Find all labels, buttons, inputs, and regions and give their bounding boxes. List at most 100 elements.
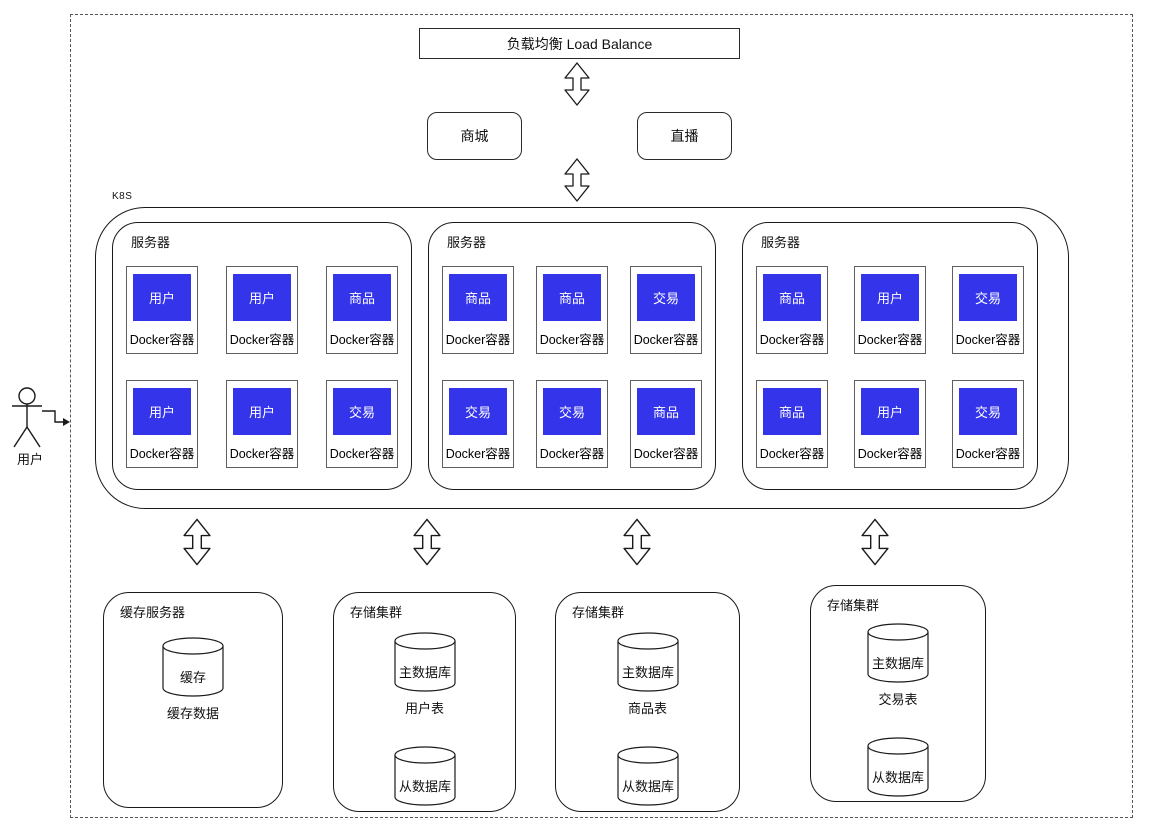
docker-container-label: Docker容器 (129, 333, 195, 347)
docker-container-label: Docker容器 (329, 333, 395, 347)
replica-db-cylinder: 从数据库 (616, 746, 679, 806)
docker-container: 商品 Docker容器 (630, 380, 702, 468)
storage-cluster-title: 存储集群 (572, 605, 625, 620)
service-chip: 用户 (861, 274, 919, 321)
server-label: 服务器 (131, 235, 171, 250)
storage-cluster-box-products: 存储集群 主数据库 商品表 从数据库 (555, 592, 740, 812)
docker-container: 用户 Docker容器 (126, 380, 198, 468)
service-chip: 用户 (233, 388, 291, 435)
docker-container: 用户 Docker容器 (126, 266, 198, 354)
service-chip: 交易 (959, 274, 1017, 321)
service-chip: 商品 (763, 274, 821, 321)
primary-db-cylinder: 主数据库 (867, 623, 929, 683)
table-caption: 交易表 (878, 692, 918, 707)
docker-container-label: Docker容器 (759, 333, 825, 347)
docker-container: 用户 Docker容器 (226, 380, 298, 468)
docker-container: 商品 Docker容器 (326, 266, 398, 354)
storage-cluster-title: 存储集群 (827, 598, 880, 613)
mall-label: 商城 (460, 128, 489, 144)
cylinder-label: 主数据库 (621, 665, 673, 680)
service-chip: 交易 (959, 388, 1017, 435)
docker-container-label: Docker容器 (329, 447, 395, 461)
server-box-3: 服务器 商品 Docker容器 用户 Docker容器 交易 Docker容器 … (742, 222, 1038, 490)
arrow-head (63, 418, 70, 426)
server-box-1: 服务器 用户 Docker容器 用户 Docker容器 商品 Docker容器 … (112, 222, 412, 490)
docker-container-label: Docker容器 (955, 333, 1021, 347)
service-chip: 用户 (133, 388, 191, 435)
docker-container: 用户 Docker容器 (854, 266, 926, 354)
service-chip: 商品 (333, 274, 391, 321)
live-box: 直播 (637, 112, 732, 160)
cache-server-title: 缓存服务器 (120, 605, 186, 620)
double-arrow-icon (623, 518, 651, 566)
docker-container-label: Docker容器 (229, 447, 295, 461)
service-chip: 交易 (637, 274, 695, 321)
docker-container: 商品 Docker容器 (442, 266, 514, 354)
docker-container-label: Docker容器 (857, 333, 923, 347)
service-chip: 商品 (637, 388, 695, 435)
diagram-boundary (70, 14, 1133, 818)
double-arrow-icon (861, 518, 889, 566)
storage-cluster-box-users: 存储集群 主数据库 用户表 从数据库 (333, 592, 516, 812)
docker-container-label: Docker容器 (539, 333, 605, 347)
load-balancer-box: 负载均衡 Load Balance (419, 28, 740, 59)
cylinder-label: 从数据库 (621, 779, 673, 794)
replica-db-cylinder: 从数据库 (393, 746, 456, 806)
cache-db-cylinder: 缓存 (162, 637, 224, 697)
table-caption: 用户表 (404, 701, 444, 716)
replica-db-cylinder: 从数据库 (867, 737, 929, 797)
double-arrow-icon (183, 518, 211, 566)
cylinder-label: 缓存 (180, 670, 206, 685)
docker-container: 交易 Docker容器 (326, 380, 398, 468)
cache-caption: 缓存数据 (166, 706, 219, 721)
live-label: 直播 (670, 128, 699, 144)
docker-container-label: Docker容器 (539, 447, 605, 461)
server-box-2: 服务器 商品 Docker容器 商品 Docker容器 交易 Docker容器 … (428, 222, 716, 490)
table-caption: 商品表 (627, 701, 667, 716)
docker-container: 交易 Docker容器 (442, 380, 514, 468)
service-chip: 交易 (449, 388, 507, 435)
double-arrow-icon (564, 158, 590, 202)
service-chip: 商品 (763, 388, 821, 435)
cylinder-label: 主数据库 (398, 665, 450, 680)
service-chip: 商品 (449, 274, 507, 321)
primary-db-cylinder: 主数据库 (616, 632, 679, 692)
server-label: 服务器 (447, 235, 487, 250)
k8s-label: K8S (112, 191, 133, 202)
storage-cluster-title: 存储集群 (350, 605, 403, 620)
service-chip: 用户 (133, 274, 191, 321)
service-chip: 用户 (233, 274, 291, 321)
docker-container: 商品 Docker容器 (536, 266, 608, 354)
double-arrow-icon (413, 518, 441, 566)
service-chip: 用户 (861, 388, 919, 435)
storage-cluster-box-transactions: 存储集群 主数据库 交易表 从数据库 (810, 585, 986, 802)
user-actor-icon (12, 387, 70, 448)
docker-container: 交易 Docker容器 (952, 266, 1024, 354)
docker-container-label: Docker容器 (445, 447, 511, 461)
docker-container-label: Docker容器 (857, 447, 923, 461)
docker-container: 用户 Docker容器 (854, 380, 926, 468)
primary-db-cylinder: 主数据库 (393, 632, 456, 692)
docker-container-label: Docker容器 (129, 447, 195, 461)
docker-container-label: Docker容器 (759, 447, 825, 461)
docker-container-label: Docker容器 (445, 333, 511, 347)
service-chip: 交易 (543, 388, 601, 435)
user-actor-label: 用户 (16, 452, 43, 467)
docker-container: 商品 Docker容器 (756, 266, 828, 354)
cylinder-label: 从数据库 (398, 779, 450, 794)
docker-container-label: Docker容器 (633, 447, 699, 461)
service-chip: 商品 (543, 274, 601, 321)
docker-container: 用户 Docker容器 (226, 266, 298, 354)
docker-container-label: Docker容器 (955, 447, 1021, 461)
double-arrow-icon (564, 62, 590, 106)
docker-container-label: Docker容器 (633, 333, 699, 347)
cylinder-label: 从数据库 (872, 770, 924, 785)
cylinder-label: 主数据库 (872, 656, 924, 671)
load-balancer-label: 负载均衡 Load Balance (506, 35, 653, 52)
cache-server-box: 缓存服务器 缓存 缓存数据 (103, 592, 283, 808)
docker-container: 交易 Docker容器 (630, 266, 702, 354)
docker-container: 交易 Docker容器 (536, 380, 608, 468)
docker-container: 商品 Docker容器 (756, 380, 828, 468)
mall-box: 商城 (427, 112, 522, 160)
